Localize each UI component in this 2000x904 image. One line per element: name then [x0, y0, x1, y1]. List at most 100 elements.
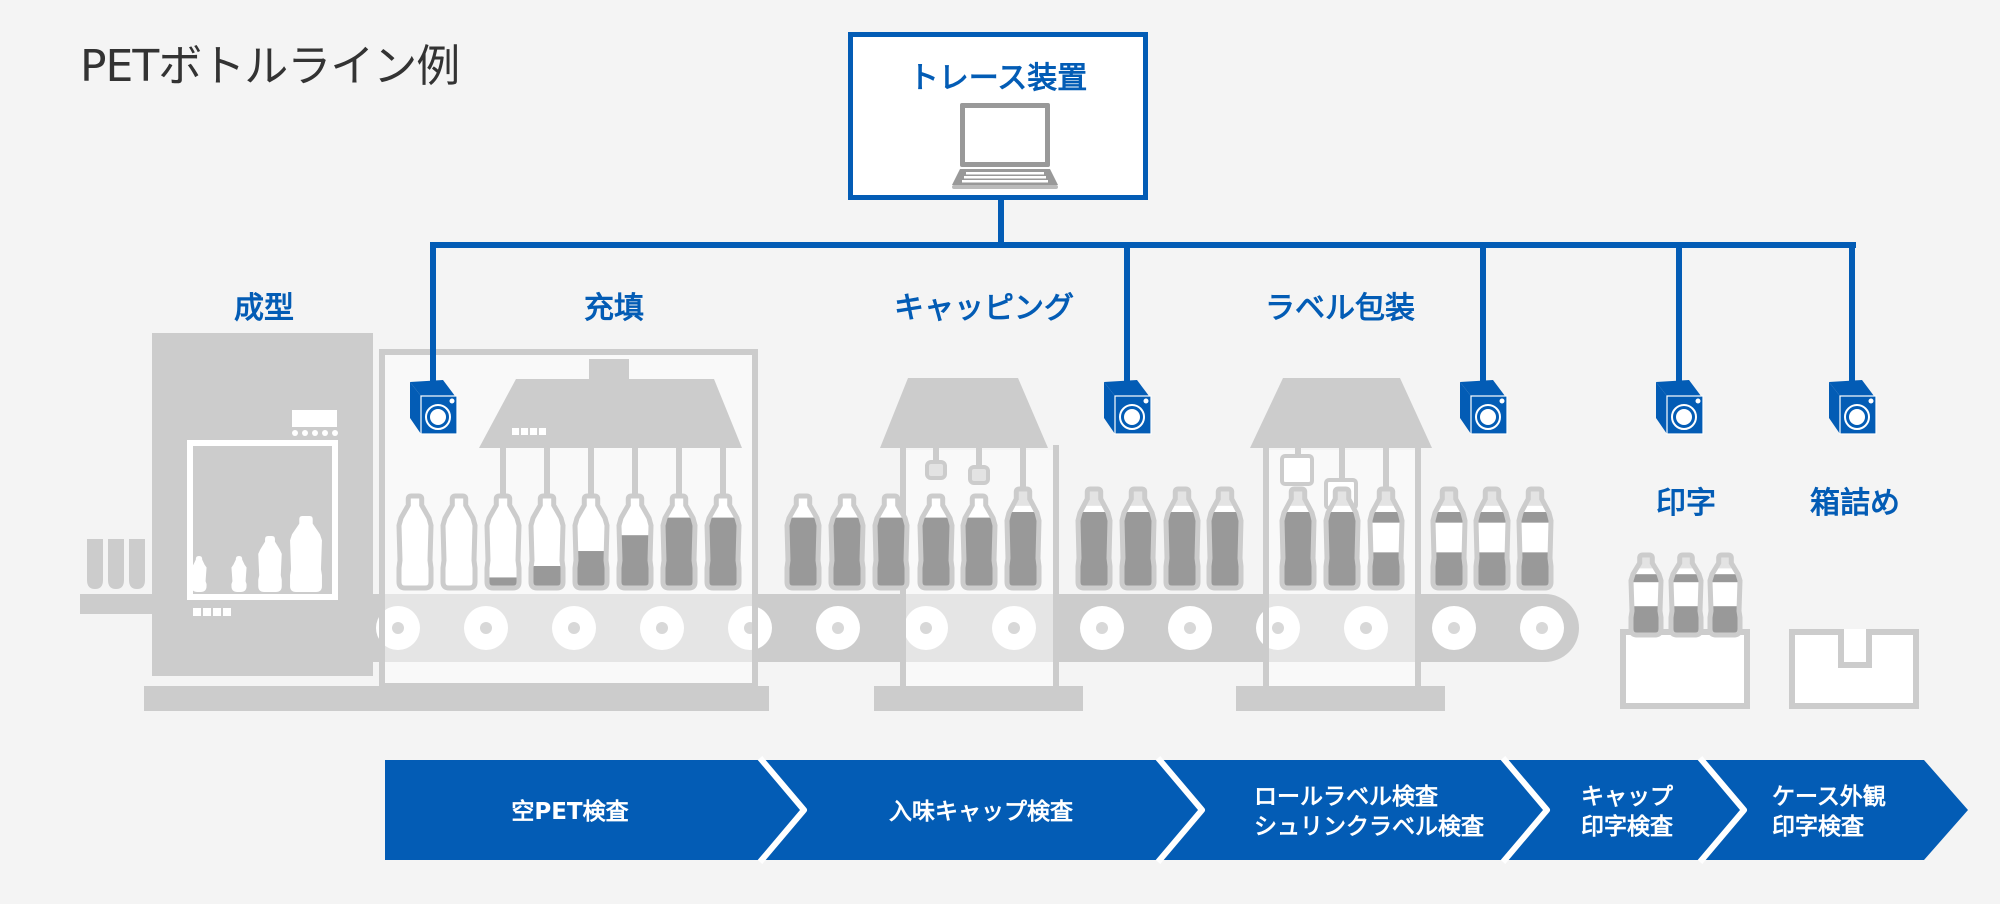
stage-label-boxing: 箱詰め	[1810, 486, 1900, 521]
camera-side	[1829, 382, 1840, 434]
camera-top	[1460, 380, 1505, 396]
bottle-outline	[872, 493, 910, 591]
inspection-segment	[760, 760, 1202, 860]
bottles-layer	[396, 486, 1743, 638]
case-tape	[1838, 629, 1872, 668]
bottle-liquid	[1209, 512, 1241, 588]
camera-side	[1104, 382, 1115, 434]
bottle-filling	[572, 493, 610, 591]
bottle-outline	[828, 493, 866, 591]
labeler-rod	[1339, 448, 1345, 481]
network-bus	[430, 242, 1856, 248]
bottle-liquid	[575, 551, 607, 588]
machines-layer	[80, 333, 1919, 711]
bottle-liquid	[963, 517, 995, 588]
filler-nozzle	[588, 448, 594, 504]
bottle-liquid	[619, 535, 651, 588]
bottle-label	[1476, 522, 1508, 553]
camera-lens-ring	[425, 404, 451, 430]
bottle-filling	[616, 493, 654, 591]
filler-indicator	[539, 428, 546, 435]
bottle-labeled	[1430, 486, 1468, 591]
inspection-segment	[1700, 760, 1968, 860]
roller-hub	[1448, 622, 1460, 634]
bottle-liquid	[875, 517, 907, 588]
bottle-liquid	[487, 577, 519, 588]
molded-bottle	[258, 536, 282, 592]
network-drop	[1676, 242, 1682, 382]
molding-machine	[152, 333, 373, 676]
filler-head	[479, 379, 742, 448]
inspection-segment	[385, 760, 804, 860]
roller-hub	[1272, 622, 1284, 634]
bottle-liquid	[663, 517, 695, 588]
bottle-cap	[1086, 489, 1102, 506]
bottle-liquid	[831, 517, 863, 588]
bottle-filling	[528, 493, 566, 591]
trace-device-box[interactable]: トレース装置	[848, 32, 1148, 200]
preform	[108, 539, 124, 589]
bottle-outline	[660, 493, 698, 591]
bottle-outline	[1206, 486, 1244, 591]
filler-nozzle	[544, 448, 550, 504]
molding-indicator	[292, 430, 298, 436]
camera-lens-ring	[1671, 404, 1697, 430]
bottle-cap	[1015, 489, 1031, 506]
molding-indicator	[332, 430, 338, 436]
molded-bottle	[231, 556, 247, 592]
capping-post	[1053, 445, 1059, 686]
roller-hub	[568, 622, 580, 634]
inspection-segment	[1503, 760, 1744, 860]
roller-hub	[656, 622, 668, 634]
roller-hub	[1008, 622, 1020, 634]
molding-indicator	[302, 430, 308, 436]
bottle-liquid	[787, 517, 819, 588]
base-bar-labeling	[1236, 686, 1445, 711]
inspection-line: 空PET検査	[511, 799, 629, 825]
camera-lens	[1676, 409, 1692, 425]
bottle-outline	[1163, 486, 1201, 591]
inspection-label-cap-print: キャップ 印字検査	[1581, 782, 1673, 842]
camera-side	[410, 382, 421, 434]
bottle-cap	[1174, 489, 1190, 506]
bottle-capped	[1206, 486, 1244, 591]
molding-button	[203, 608, 211, 616]
bottle-outline	[917, 493, 955, 591]
molded-bottle	[290, 516, 322, 592]
camera-side	[1656, 382, 1667, 434]
capper-rod	[976, 448, 982, 469]
camera-led	[1499, 398, 1505, 404]
network-drop	[1849, 242, 1855, 382]
roller-hub	[392, 622, 404, 634]
stage-label-molding: 成型	[234, 291, 294, 326]
camera-lens	[1124, 409, 1140, 425]
bottle-filling	[440, 493, 478, 591]
inspection-label-case: ケース外観 印字検査	[1772, 782, 1886, 842]
filler-indicator	[521, 428, 528, 435]
camera-led	[1868, 398, 1874, 404]
preform	[87, 539, 103, 589]
inspection-label-cap: 入味キャップ検査	[889, 797, 1073, 827]
bottle-outline	[1516, 486, 1554, 591]
base-bar-capping	[874, 686, 1083, 711]
base-bar-filling	[144, 686, 769, 711]
bottle-outline	[616, 493, 654, 591]
camera-lens-ring	[1119, 404, 1145, 430]
bottle-labeled	[1473, 486, 1511, 591]
bottle-cap	[1484, 489, 1500, 506]
bottle-uncapped	[960, 493, 998, 591]
bottle-outline	[396, 493, 434, 591]
chevron-separator	[1500, 756, 1550, 864]
stage-label-printing: 印字	[1656, 486, 1716, 521]
trace-device-label: トレース装置	[908, 61, 1088, 96]
bottle-outline	[528, 493, 566, 591]
page-title: PETボトルライン例	[80, 41, 460, 92]
bottle-capping	[1004, 486, 1042, 591]
bottle-unlabeled	[1279, 486, 1317, 591]
bottle-in-case	[1628, 552, 1664, 638]
bottle-filling	[484, 493, 522, 591]
bottle-cap	[1378, 489, 1394, 506]
molding-indicator	[312, 430, 318, 436]
bottle-liquid	[1326, 512, 1358, 588]
filling-post	[379, 352, 385, 686]
